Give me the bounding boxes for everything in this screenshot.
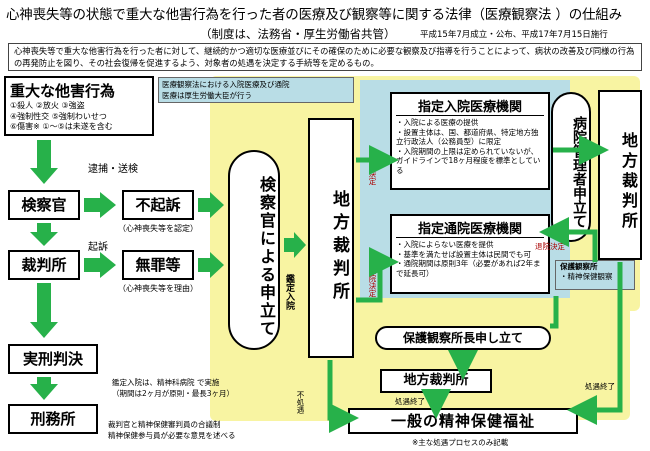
- offense-line1: ①殺人 ②放火 ③強盗: [10, 101, 85, 110]
- prosecutor-box: 検察官: [8, 190, 80, 220]
- court-box: 裁判所: [8, 250, 80, 280]
- outpatient-title: 指定通院医療機関: [396, 218, 544, 238]
- arrest-label: 逮捕・送検: [88, 164, 138, 175]
- outpatient-item-1: ・入院によらない医療を提供: [396, 240, 494, 249]
- blue-header-line2: 医療は厚生労働大臣が行う: [162, 91, 252, 100]
- general-welfare-box: 一般の精神保健福祉: [348, 408, 578, 434]
- inpatient-item-1: ・入院による医療の提供: [396, 118, 479, 127]
- probation-line2: ・精神保健観察: [560, 271, 613, 281]
- blue-header: [158, 77, 354, 103]
- prison-box: 刑務所: [8, 404, 98, 434]
- inpatient-box: 指定入院医療機関 ・入院による医療の提供 ・設置主体は、国、都道府県、特定地方独…: [390, 92, 550, 190]
- label-no-treatment: 不処遇: [296, 390, 305, 414]
- prosecutor-petition-oval: 検察官による申立て: [228, 150, 280, 350]
- green-right-arrow: [84, 192, 306, 278]
- outpatient-box: 指定通院医療機関 ・入院によらない医療を提供 ・基準を満たせば設置主体は民間でも…: [390, 214, 550, 294]
- offense-line2: ④強制性交 ⑤強制わいせつ: [10, 111, 107, 121]
- green-down-arrow: [30, 140, 58, 400]
- enactment-dates: 平成15年7月成立・公布、平成17年7月15日施行: [420, 30, 608, 40]
- panel-note-line2: 精神保健参与員が必要な意見を述べる: [108, 431, 236, 440]
- outpatient-item-3: ・通院期間は原則3年（必要があれば2年まで延長可）: [396, 259, 541, 278]
- appraisal-note-line2: （期間は2ヶ月が原則・最長3ヶ月）: [112, 389, 235, 398]
- appraisal-admission-label: 鑑定入院: [284, 274, 294, 310]
- probation-line1: 保護観察所: [560, 262, 598, 271]
- probation-petition-oval: 保護観察所長申し立て: [375, 326, 551, 350]
- district-court-right: 地方裁判所: [598, 90, 642, 260]
- acquittal-box: 無罪等: [122, 250, 194, 280]
- inpatient-title: 指定入院医療機関: [396, 96, 544, 116]
- blue-header-line1: 医療観察法における入院医療及び通院: [162, 80, 290, 89]
- label-outpatient-decision: 通院決定: [368, 267, 377, 297]
- label-end2: 処遇終了: [585, 382, 615, 391]
- appraisal-note-line1: 鑑定入院は、精神科病院 で実施: [112, 378, 220, 387]
- purpose-box: 心神喪失等で重大な他害行為を行った者に対して、継続的かつ適切な医療並びにその確保…: [8, 43, 642, 71]
- serious-offense-box: 重大な他害行為 ①殺人 ②放火 ③強盗 ④強制性交 ⑤強制わいせつ ⑥傷害※ ①…: [4, 76, 154, 136]
- label-end1: 処遇終了: [395, 397, 425, 406]
- non-prosecution-box: 不起訴: [122, 190, 194, 220]
- offense-title: 重大な他害行為: [10, 82, 116, 100]
- flow-arrows: [327, 135, 623, 433]
- outpatient-item-2: ・基準を満たせば設置主体は民間でも可: [396, 249, 531, 259]
- acquittal-note: （心神喪失等を理由）: [118, 284, 198, 293]
- district-court-center: 地方裁判所: [308, 118, 354, 358]
- indictment-label: 起訴: [88, 242, 108, 253]
- inpatient-item-2: ・設置主体は、国、都道府県、特定地方独立行政法人（公務員型）に限定: [396, 127, 539, 147]
- offense-line3: ⑥傷害※ ①～⑤は未遂を含む: [10, 122, 113, 131]
- non-prosecution-note: （心神喪失等を認定）: [118, 224, 198, 233]
- inpatient-item-3: ・入院期間の上限は定められていないが、ガイドラインで18ヶ月程度を標準としている: [396, 146, 541, 175]
- sentence-box: 実刑判決: [8, 344, 98, 374]
- panel-note-line1: 裁判官と精神保健審判員の合議制: [108, 420, 221, 429]
- footnote: ※主な処遇プロセスのみ記載: [412, 438, 509, 447]
- page-title: 心神喪失等の状態で重大な他害行為を行った者の医療及び観察等に関する法律（医療観察…: [6, 7, 622, 23]
- subtitle: （制度は、法務省・厚生労働省共管）: [200, 27, 396, 41]
